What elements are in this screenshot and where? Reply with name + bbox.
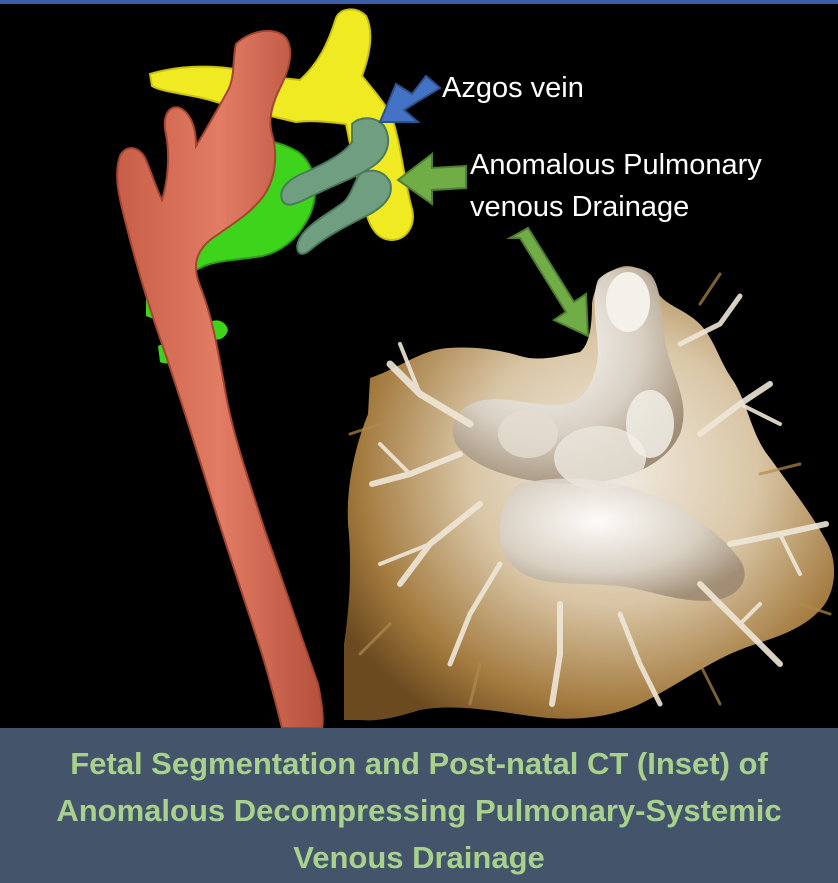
caption-line-3: Venous Drainage [293,840,545,875]
caption-line-2: Anomalous Decompressing Pulmonary-System… [56,793,782,828]
figure-caption: Fetal Segmentation and Post-natal CT (In… [0,728,838,883]
azygos-arrow [378,74,442,123]
medical-image-panel: Azgos vein Anomalous Pulmonary venous Dr… [0,4,838,728]
aorta-segmentation [116,29,324,728]
segmentation-illustration [116,8,835,728]
ct-inset-arrow [506,226,590,338]
anomalous-drainage-label-line1: Anomalous Pulmonary [470,149,762,181]
top-accent-bar [0,0,838,4]
anomalous-vein-segmentation [280,117,392,255]
postnatal-ct-inset [344,266,835,721]
anomalous-drainage-label-line2: venous Drainage [470,191,690,223]
caption-line-1: Fetal Segmentation and Post-natal CT (In… [70,746,768,781]
azygos-vein-label: Azgos vein [442,72,584,104]
azygos-segmentation [148,8,414,242]
anomalous-vein-arrow [396,151,467,206]
